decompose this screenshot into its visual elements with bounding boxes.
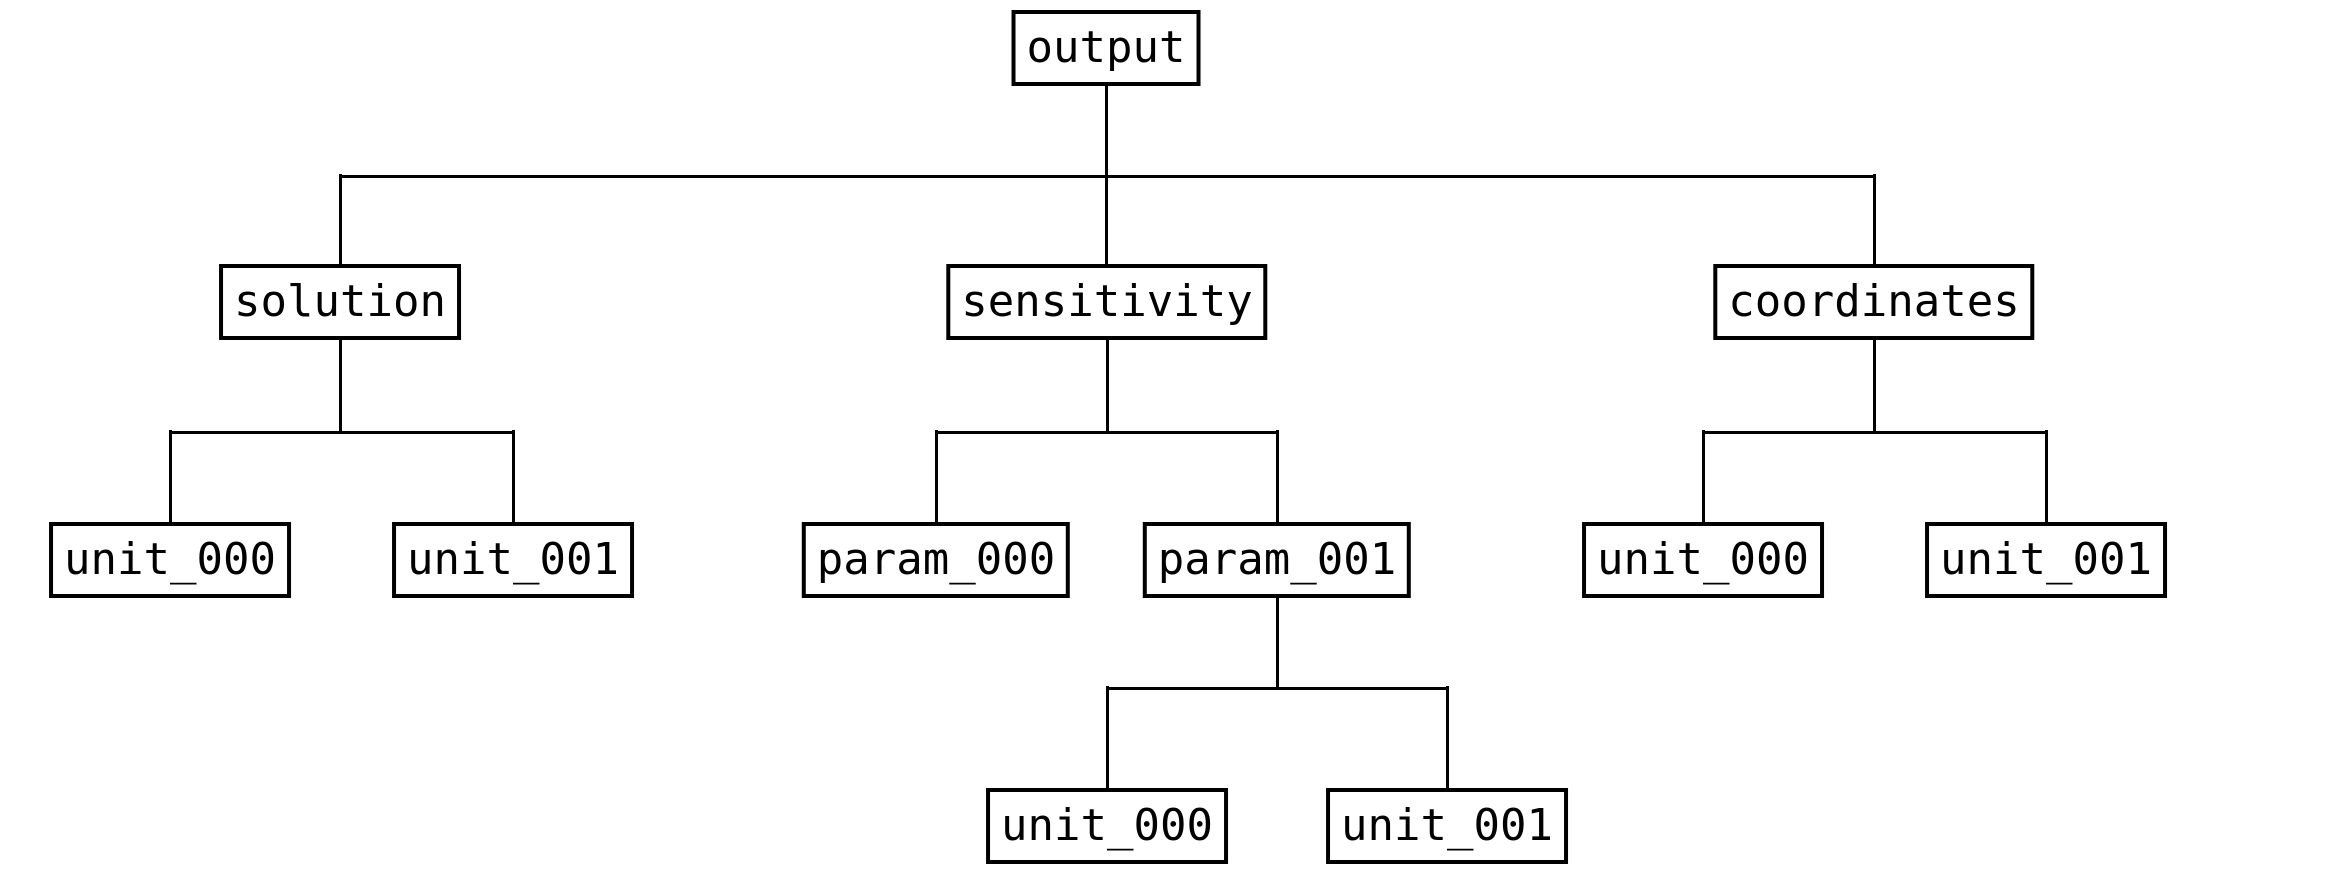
connector-bus-coordinates — [1703, 430, 2046, 434]
node-solution-unit-001: unit_001 — [392, 522, 634, 598]
connector-drop-param-001-unit-000 — [1105, 686, 1109, 788]
node-coordinates-unit-001: unit_001 — [1925, 522, 2167, 598]
connector-drop-param-001 — [1275, 430, 1279, 522]
node-coordinates: coordinates — [1713, 264, 2035, 340]
connector-bus-sensitivity — [936, 430, 1277, 434]
connector-drop-solution-unit-001 — [511, 430, 515, 522]
node-output: output — [1011, 10, 1201, 86]
connector-drop-solution — [338, 174, 342, 264]
node-solution-unit-000: unit_000 — [49, 522, 291, 598]
node-param-001: param_001 — [1142, 522, 1412, 598]
node-param-000: param_000 — [801, 522, 1071, 598]
connector-drop-param-001-unit-001 — [1445, 686, 1449, 788]
connector-drop-param-000 — [934, 430, 938, 522]
connector-drop-solution-unit-000 — [168, 430, 172, 522]
connector-drop-coordinates-unit-001 — [2044, 430, 2048, 522]
connector-solution-feeder — [338, 340, 342, 433]
connector-coordinates-feeder — [1872, 340, 1876, 433]
connector-bus-level1 — [340, 174, 1874, 178]
connector-bus-param-001 — [1107, 686, 1447, 690]
connector-param-001-feeder — [1275, 598, 1279, 688]
node-coordinates-unit-000: unit_000 — [1582, 522, 1824, 598]
connector-drop-coordinates-unit-000 — [1701, 430, 1705, 522]
connector-drop-coordinates — [1872, 174, 1876, 264]
node-param-001-unit-001: unit_001 — [1326, 788, 1568, 864]
node-solution: solution — [219, 264, 461, 340]
node-param-001-unit-000: unit_000 — [986, 788, 1228, 864]
connector-bus-solution — [170, 430, 513, 434]
connector-sensitivity-feeder — [1105, 340, 1109, 433]
node-sensitivity: sensitivity — [946, 264, 1268, 340]
